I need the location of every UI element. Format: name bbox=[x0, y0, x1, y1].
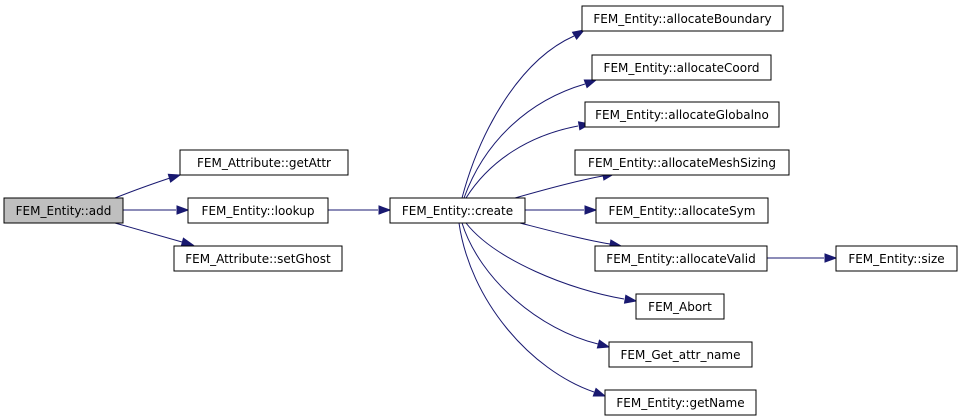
arrowhead bbox=[378, 205, 392, 215]
node-box bbox=[581, 5, 784, 32]
node-fem-entity-allocatecoord[interactable]: FEM_Entity::allocateCoord bbox=[591, 54, 772, 81]
node-box bbox=[635, 293, 725, 320]
node-box bbox=[574, 149, 790, 176]
node-fem-entity-lookup[interactable]: FEM_Entity::lookup bbox=[187, 197, 329, 224]
edge-root-to-set-ghost bbox=[114, 222, 195, 247]
edges-layer bbox=[114, 29, 838, 397]
node-label: FEM_Entity::allocateGlobalno bbox=[595, 108, 769, 122]
node-label: FEM_Entity::allocateCoord bbox=[604, 61, 760, 75]
edge-lookup-to-create bbox=[328, 205, 392, 215]
edge-line bbox=[114, 222, 183, 243]
edge-line bbox=[461, 35, 575, 199]
edge-create-to-allocate-valid bbox=[519, 222, 623, 249]
node-box bbox=[173, 245, 343, 272]
node-box bbox=[389, 197, 526, 224]
node-box bbox=[179, 149, 349, 176]
node-label: FEM_Entity::add bbox=[16, 204, 112, 218]
node-box bbox=[591, 54, 772, 81]
node-label: FEM_Attribute::setGhost bbox=[185, 252, 331, 266]
node-box bbox=[604, 389, 757, 416]
edge-line bbox=[461, 222, 599, 345]
edge-line bbox=[514, 175, 604, 199]
node-fem-entity-allocatesym[interactable]: FEM_Entity::allocateSym bbox=[595, 197, 769, 224]
node-label: FEM_Entity::size bbox=[848, 252, 944, 266]
node-label: FEM_Get_attr_name bbox=[621, 348, 741, 362]
arrowhead bbox=[584, 205, 598, 215]
arrowhead bbox=[167, 173, 182, 183]
node-label: FEM_Abort bbox=[648, 300, 712, 314]
edge-line bbox=[519, 222, 611, 245]
edge-root-to-lookup bbox=[123, 205, 190, 215]
edge-root-to-get-attr bbox=[114, 173, 182, 199]
node-fem-entity-add[interactable]: FEM_Entity::add bbox=[3, 197, 124, 224]
edge-create-to-allocate-boundary bbox=[461, 29, 586, 199]
node-label: FEM_Entity::allocateMeshSizing bbox=[588, 156, 776, 170]
node-label: FEM_Entity::allocateSym bbox=[609, 204, 756, 218]
node-label: FEM_Entity::create bbox=[402, 204, 513, 218]
edge-create-to-get-name bbox=[458, 222, 607, 397]
edge-line bbox=[458, 222, 595, 393]
edge-allocate-valid-to-size bbox=[767, 253, 838, 263]
edge-create-to-allocate-mesh-sizing bbox=[514, 171, 616, 199]
arrowhead bbox=[583, 79, 598, 89]
node-label: FEM_Attribute::getAttr bbox=[197, 156, 331, 170]
nodes-layer: FEM_Entity::add FEM_Attribute::getAttr F… bbox=[3, 5, 958, 416]
arrowhead bbox=[571, 29, 586, 40]
node-box bbox=[3, 197, 124, 224]
arrowhead bbox=[180, 237, 195, 247]
edge-line bbox=[465, 125, 579, 199]
node-fem-abort[interactable]: FEM_Abort bbox=[635, 293, 725, 320]
node-box bbox=[594, 245, 768, 272]
edge-create-to-allocate-sym bbox=[525, 205, 598, 215]
edge-line bbox=[465, 222, 625, 300]
arrowhead bbox=[176, 205, 190, 215]
node-box bbox=[608, 341, 753, 368]
node-label: FEM_Entity::getName bbox=[616, 396, 744, 410]
node-fem-get-attr-name[interactable]: FEM_Get_attr_name bbox=[608, 341, 753, 368]
node-box bbox=[584, 101, 780, 128]
edge-create-to-get-attr-name bbox=[461, 222, 611, 349]
node-label: FEM_Entity::lookup bbox=[202, 204, 315, 218]
edge-create-to-allocate-coord bbox=[463, 79, 598, 199]
arrowhead bbox=[623, 294, 638, 304]
edge-create-to-allocate-globalno bbox=[465, 121, 592, 199]
arrowhead bbox=[824, 253, 838, 263]
node-label: FEM_Entity::allocateValid bbox=[606, 252, 755, 266]
node-fem-entity-create[interactable]: FEM_Entity::create bbox=[389, 197, 526, 224]
node-fem-entity-allocatevalid[interactable]: FEM_Entity::allocateValid bbox=[594, 245, 768, 272]
node-fem-entity-allocatemeshsizing[interactable]: FEM_Entity::allocateMeshSizing bbox=[574, 149, 790, 176]
node-fem-attribute-setghost[interactable]: FEM_Attribute::setGhost bbox=[173, 245, 343, 272]
edge-line bbox=[114, 177, 171, 199]
edge-line bbox=[463, 83, 586, 199]
node-fem-entity-allocateglobalno[interactable]: FEM_Entity::allocateGlobalno bbox=[584, 101, 780, 128]
edge-create-to-fem-abort bbox=[465, 222, 638, 304]
node-fem-entity-size[interactable]: FEM_Entity::size bbox=[835, 245, 958, 272]
node-fem-entity-allocateboundary[interactable]: FEM_Entity::allocateBoundary bbox=[581, 5, 784, 32]
node-label: FEM_Entity::allocateBoundary bbox=[593, 12, 771, 26]
node-fem-entity-getname[interactable]: FEM_Entity::getName bbox=[604, 389, 757, 416]
node-fem-attribute-getattr[interactable]: FEM_Attribute::getAttr bbox=[179, 149, 349, 176]
node-box bbox=[835, 245, 958, 272]
node-box bbox=[187, 197, 329, 224]
node-box bbox=[595, 197, 769, 224]
arrowhead bbox=[592, 387, 607, 397]
arrowhead bbox=[596, 339, 611, 349]
